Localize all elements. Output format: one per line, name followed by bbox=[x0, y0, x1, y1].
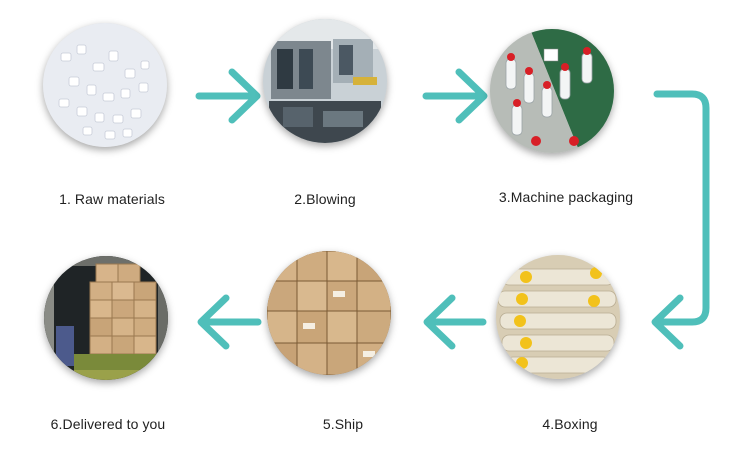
step-label: 4.Boxing bbox=[542, 416, 598, 432]
arrow-left-icon bbox=[423, 294, 487, 350]
step-label: 3.Machine packaging bbox=[498, 189, 634, 205]
pellets-image bbox=[43, 23, 167, 147]
blowing-machine-image bbox=[263, 19, 387, 143]
step-label: 2.Blowing bbox=[294, 191, 356, 207]
bottles-conveyor-image bbox=[490, 29, 614, 153]
arrow-right-icon bbox=[422, 68, 488, 124]
arrow-left-icon bbox=[197, 294, 262, 350]
stacked-cartons-image bbox=[267, 251, 391, 375]
curved-arrow-down-left-icon bbox=[651, 90, 710, 350]
arrow-right-icon bbox=[195, 68, 261, 124]
step-label: 1. Raw materials bbox=[59, 191, 165, 207]
step-label: 5.Ship bbox=[322, 416, 364, 432]
step-label: 6.Delivered to you bbox=[50, 416, 166, 432]
boxed-bottles-image bbox=[496, 255, 620, 379]
container-delivery-image bbox=[44, 256, 168, 380]
